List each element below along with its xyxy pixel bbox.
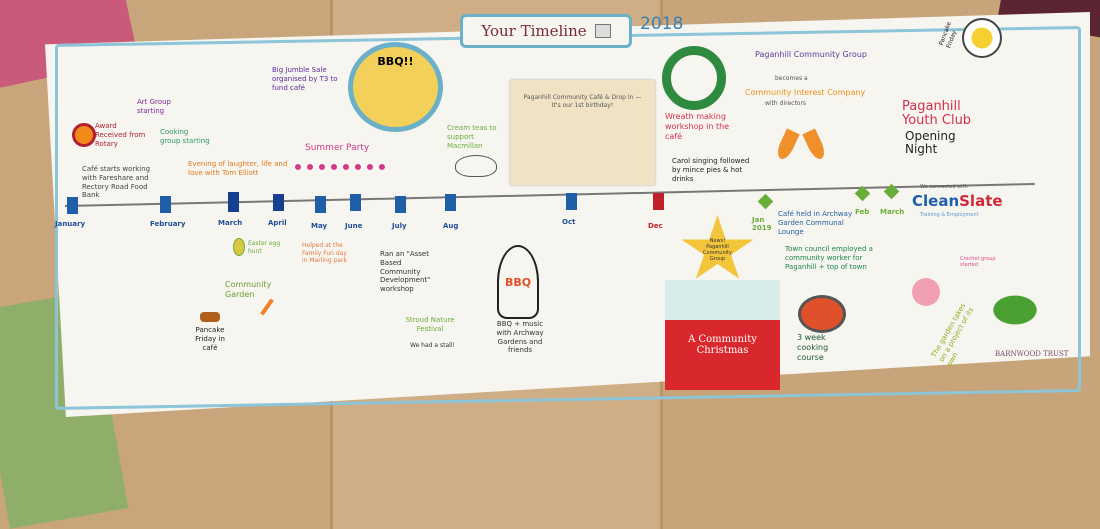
pancake-icon: [200, 312, 220, 322]
cleanslate-logo: CleanSlate: [912, 192, 1003, 211]
christmas-title: A Community Christmas: [665, 320, 780, 390]
event-easter: Easter egg hunt: [248, 240, 281, 255]
bbq-label: BBQ: [504, 275, 532, 289]
event-art-group: Art Group starting: [137, 98, 171, 115]
month-label: January: [55, 220, 86, 228]
cic-line-4: with directors: [765, 100, 807, 107]
star-text: News! Paganhill Community Group: [703, 237, 732, 263]
event-town-council: Town council employed a community worker…: [785, 245, 873, 271]
event-crochet: Crochet group started: [960, 256, 996, 269]
event-stall: We had a stall!: [410, 342, 455, 349]
bunting-icon: [295, 158, 385, 170]
event-stroud: Stroud Nature Festival: [405, 316, 455, 333]
month-label: Jan 2019: [752, 216, 772, 232]
month-marker: [315, 196, 326, 213]
bbq-grill-icon: BBQ: [497, 245, 539, 319]
event-cream-teas: Cream teas to support Macmillan: [447, 124, 497, 150]
birthday-text: Paganhill Community Café & Drop In — It'…: [523, 94, 642, 109]
cleanslate-sub: Training & Employment: [920, 212, 979, 218]
month-label: March: [880, 208, 905, 216]
timeline-poster: [45, 12, 1090, 417]
event-jumble: Big Jumble Sale organised by T3 to fund …: [272, 66, 338, 92]
wreath-icon: [662, 46, 726, 110]
event-cafe-held: Café held in Archway Garden Communal Lou…: [778, 210, 853, 236]
cic-line-1: Paganhill Community Group: [755, 50, 867, 59]
month-marker: [273, 194, 284, 211]
event-youth-club: Paganhill Youth Club: [902, 99, 972, 129]
bbq-poster: BBQ!!: [348, 42, 443, 132]
barnwood-logo: Barnwood Trust: [995, 350, 1069, 358]
event-abcd: Ran an "Asset Based Community Developmen…: [380, 250, 431, 293]
birthday-poster: Paganhill Community Café & Drop In — It'…: [510, 80, 655, 185]
month-marker: [67, 197, 78, 214]
calendar-icon: [594, 24, 611, 38]
month-marker: [395, 196, 406, 213]
cic-line-3: Community Interest Company: [745, 88, 866, 97]
teapot-icon: [455, 155, 497, 177]
month-label: June: [345, 222, 363, 230]
slate-text: Slate: [959, 192, 1003, 210]
event-pancake: Pancake Friday in café: [195, 326, 225, 352]
event-cooking-group: Cooking group starting: [160, 128, 210, 145]
month-label: Oct: [562, 218, 576, 226]
event-family-fun: Helped at the Family Fun day in Marling …: [302, 242, 347, 264]
clean-text: Clean: [912, 192, 960, 210]
month-label: July: [392, 222, 407, 230]
month-label: March: [218, 219, 243, 227]
month-marker: [160, 196, 171, 213]
month-label: April: [268, 219, 287, 227]
cic-line-2: becomes a: [775, 75, 808, 82]
event-carol: Carol singing followed by mince pies & h…: [672, 157, 750, 183]
cooking-pot-icon: [798, 295, 846, 333]
month-label: Feb: [855, 208, 870, 216]
event-bbq-music: BBQ + music with Archway Gardens and fri…: [496, 320, 544, 355]
month-marker: [445, 194, 456, 211]
month-marker-dec: [653, 193, 664, 210]
easter-egg-icon: [233, 238, 245, 256]
month-label: Dec: [648, 222, 663, 230]
event-evening: Evening of laughter, life and love with …: [188, 160, 288, 177]
event-community-garden: Community Garden: [225, 280, 272, 299]
poster-title: Your Timeline: [460, 14, 632, 48]
event-cafe-starts: Café starts working with Fareshare and R…: [82, 165, 151, 200]
christmas-flyer: A Community Christmas: [665, 280, 780, 390]
month-label: Aug: [443, 222, 459, 230]
bbq-poster-title: BBQ!!: [377, 55, 414, 68]
month-label: February: [150, 220, 186, 228]
month-marker: [350, 194, 361, 211]
event-opening-night: Opening Night: [905, 129, 956, 157]
event-wreath: Wreath making workshop in the café: [665, 112, 730, 141]
month-marker: [566, 193, 577, 210]
cleanslate-pre: We connected with: [920, 184, 968, 190]
frying-pan-icon: [962, 18, 1002, 58]
month-marker: [228, 192, 239, 212]
month-label: May: [311, 222, 328, 230]
event-cooking-course: 3 week cooking course: [797, 333, 829, 362]
yarn-ball-icon: [912, 278, 940, 306]
rosette-icon: [72, 123, 96, 147]
flowers-icon: [985, 290, 1045, 330]
year-label: 2018: [640, 14, 684, 34]
event-award: Award Received from Rotary: [95, 122, 146, 148]
event-summer-party: Summer Party: [305, 143, 370, 153]
title-text: Your Timeline: [481, 22, 587, 40]
